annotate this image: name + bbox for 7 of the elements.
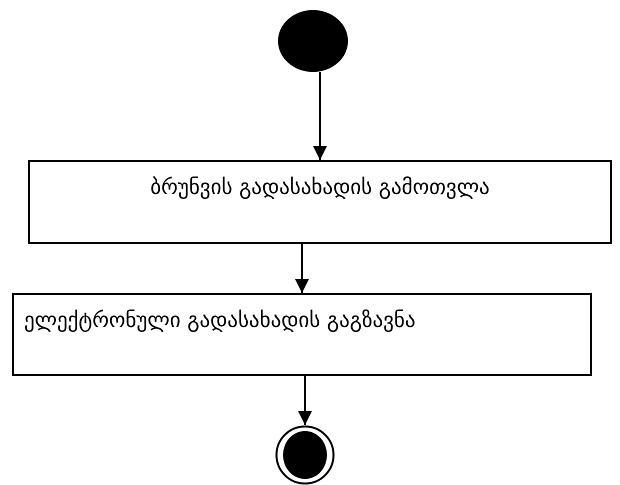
arrow (295, 244, 309, 293)
arrow (298, 376, 312, 425)
action-box (28, 160, 612, 244)
action-box (12, 293, 592, 376)
action-label: ბრუნვის გადასახადის გამოთვლა (150, 174, 490, 201)
arrow (313, 72, 327, 160)
action-label: ელექტრონული გადასახადის გაგზავნა (24, 307, 416, 334)
